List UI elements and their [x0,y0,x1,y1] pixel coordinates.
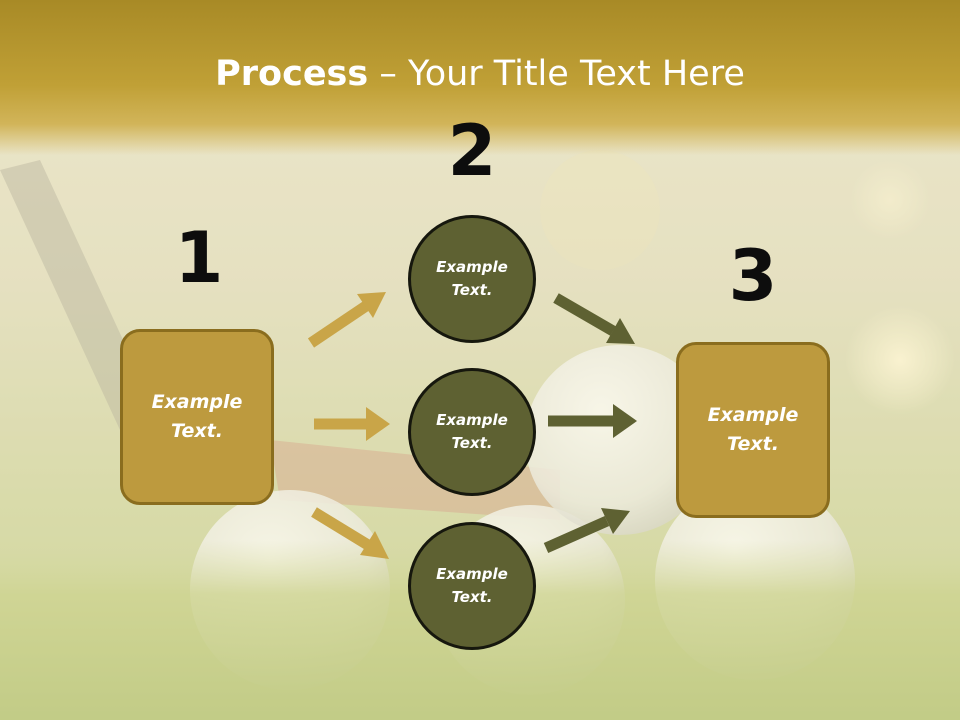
step-number-1: 1 [174,217,224,299]
title-band [0,0,960,155]
step-2-circle-top: Example Text. [408,215,536,343]
circle-middle-label: Example Text. [436,411,508,452]
arrow-from-bottom-circle [543,508,630,554]
arrow-from-middle-circle [548,404,637,438]
circle-bottom-label: Example Text. [436,565,508,606]
step-1-box-label: Example Text. [151,391,243,442]
step-2-circle-middle: Example Text. [408,368,536,496]
title-bold: Process [215,54,369,94]
arrow-from-top-circle [553,293,635,344]
title-rest: – Your Title Text Here [368,54,745,94]
step-number-2: 2 [447,110,497,192]
arrow-to-top-circle [307,292,386,348]
step-1-box: Example Text. [120,329,274,505]
circle-top-label: Example Text. [436,258,508,299]
step-number-3: 3 [728,235,778,317]
arrow-to-bottom-circle [311,507,389,559]
slide-title: Process – Your Title Text Here [0,52,960,96]
step-2-circle-bottom: Example Text. [408,522,536,650]
step-3-box-label: Example Text. [707,404,799,455]
step-3-box: Example Text. [676,342,830,518]
arrow-to-middle-circle [314,407,390,441]
